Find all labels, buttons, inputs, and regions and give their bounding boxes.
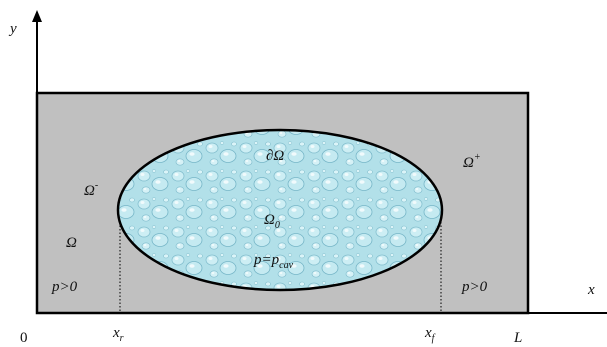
cavity-boundary bbox=[116, 128, 444, 292]
x-axis-label: x bbox=[587, 282, 595, 298]
xf-tick-label: xf bbox=[424, 325, 436, 344]
left-pressure-label: p>0 bbox=[51, 279, 78, 295]
y-axis-label: y bbox=[8, 21, 17, 37]
omega-minus-label: Ω- bbox=[84, 180, 98, 199]
origin-label: 0 bbox=[20, 330, 28, 346]
length-tick-label: L bbox=[513, 330, 522, 346]
xr-tick-label: xr bbox=[112, 325, 124, 344]
right-pressure-label: p>0 bbox=[461, 279, 488, 295]
omega-label: Ω bbox=[66, 235, 77, 251]
y-axis-arrowhead-icon bbox=[32, 10, 42, 22]
boundary-label: ∂Ω bbox=[266, 148, 284, 164]
omega-zero-label: Ω0 bbox=[264, 212, 280, 231]
cavity-region bbox=[116, 128, 444, 292]
cavity-pressure-label: p=pcav bbox=[253, 252, 294, 271]
omega-plus-label: Ω+ bbox=[463, 152, 481, 171]
